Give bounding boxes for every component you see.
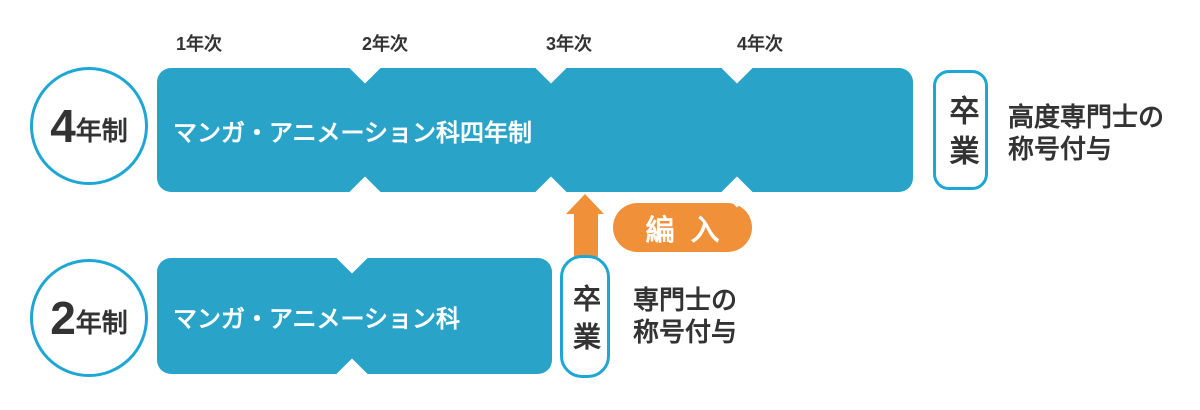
transfer-label: 編入 xyxy=(645,214,736,247)
four-year-program-label: マンガ・アニメーション科四年制 xyxy=(173,119,533,147)
segment-notch xyxy=(336,242,368,274)
two-year-note-line1: 専門士の xyxy=(633,285,738,315)
year-label-2: 2年次 xyxy=(362,34,409,54)
two-year-program-bar: マンガ・アニメーション科 xyxy=(157,242,552,390)
two-year-number: 2 xyxy=(50,292,76,344)
two-year-duration-badge: 2 年制 xyxy=(30,259,148,377)
four-year-suffix: 年制 xyxy=(75,116,128,146)
four-year-duration-badge: 4 年制 xyxy=(30,67,148,185)
four-year-graduation-label: 卒業 xyxy=(944,95,978,175)
four-year-graduation-box: 卒業 xyxy=(933,70,988,190)
year-label-1: 1年次 xyxy=(176,34,223,54)
four-year-note-line2: 称号付与 xyxy=(1008,134,1113,164)
two-year-note-line2: 称号付与 xyxy=(633,317,738,347)
four-year-note: 高度専門士の 称号付与 xyxy=(1008,101,1164,165)
year-label-3: 3年次 xyxy=(546,34,593,54)
four-year-note-line1: 高度専門士の xyxy=(1008,102,1165,132)
two-year-suffix: 年制 xyxy=(75,308,128,338)
two-year-graduation-box: 卒業 xyxy=(560,255,610,378)
four-year-number: 4 xyxy=(50,100,76,152)
two-year-graduation-label: 卒業 xyxy=(570,283,601,360)
segment-notch xyxy=(535,52,567,84)
segment-notch xyxy=(336,358,368,390)
segment-notch xyxy=(535,176,567,208)
segment-notch xyxy=(349,176,381,208)
transfer-badge: 編入 xyxy=(613,203,752,252)
year-label-4: 4年次 xyxy=(737,34,784,54)
segment-notch xyxy=(721,52,753,84)
two-year-program-label: マンガ・アニメーション科 xyxy=(173,305,461,333)
two-year-note: 専門士の 称号付与 xyxy=(633,284,737,348)
four-year-program-bar: マンガ・アニメーション科四年制 xyxy=(157,52,913,208)
segment-notch xyxy=(349,52,381,84)
